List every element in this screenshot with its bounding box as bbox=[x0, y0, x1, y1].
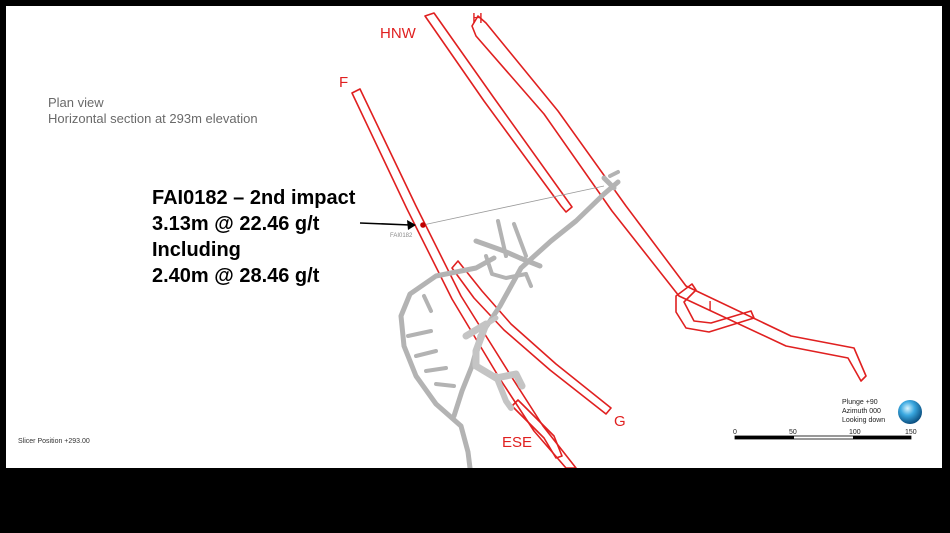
drillhole-label: FAI0182 bbox=[390, 233, 413, 239]
looking-text: Looking down bbox=[842, 417, 886, 424]
drillhole-trace bbox=[422, 185, 605, 226]
scale-tick-100: 100 bbox=[849, 429, 861, 436]
fault-f bbox=[351, 88, 577, 468]
fault-label-i: I bbox=[708, 298, 712, 315]
impact-including: Including bbox=[152, 239, 241, 261]
scale-tick-150: 150 bbox=[905, 429, 917, 436]
fault-i bbox=[675, 283, 755, 333]
fault-label-hnw: HNW bbox=[380, 25, 417, 42]
scale-bar bbox=[734, 435, 912, 440]
scale-tick-0: 0 bbox=[733, 429, 737, 436]
view-title: Plan view bbox=[48, 95, 104, 110]
fault-hnw bbox=[424, 12, 573, 213]
intercept-marker bbox=[420, 222, 426, 228]
fault-label-ese: ESE bbox=[502, 434, 532, 451]
slicer-position: Slicer Position +293.00 bbox=[18, 438, 90, 445]
fault-label-g: G bbox=[614, 413, 626, 430]
fault-h bbox=[471, 15, 867, 382]
impact-sub-interval: 2.40m @ 28.46 g/t bbox=[152, 265, 320, 287]
impact-interval: 3.13m @ 22.46 g/t bbox=[152, 213, 320, 235]
fault-label-h: H bbox=[472, 10, 483, 27]
fault-g bbox=[451, 260, 612, 415]
plan-view-map: HNW H F G I ESE FAI0182 bbox=[339, 10, 922, 468]
view-subtitle: Horizontal section at 293m elevation bbox=[48, 111, 258, 126]
fault-label-f: F bbox=[339, 74, 348, 91]
arrow-head-icon bbox=[407, 220, 416, 230]
scale-tick-50: 50 bbox=[789, 429, 797, 436]
annotation-arrow bbox=[359, 222, 411, 226]
azimuth-text: Azimuth 000 bbox=[842, 408, 881, 415]
underground-workings bbox=[398, 170, 621, 468]
impact-hole-id: FAI0182 – 2nd impact bbox=[152, 187, 356, 209]
orientation-globe-icon bbox=[898, 400, 922, 424]
plunge-text: Plunge +90 bbox=[842, 399, 878, 406]
map-frame: HNW H F G I ESE FAI0182 Plan view Horizo… bbox=[6, 6, 942, 468]
